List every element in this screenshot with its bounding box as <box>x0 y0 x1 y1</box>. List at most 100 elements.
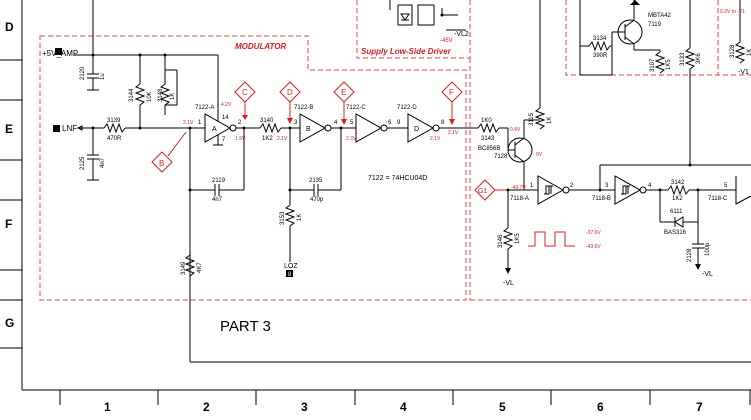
schmitt-7118-b <box>614 175 642 205</box>
u7122d-letter: D <box>414 126 419 133</box>
u7118b-pin4: 4 <box>648 183 652 189</box>
capacitor-2120 <box>87 55 99 91</box>
r3139-value: 470R <box>107 136 122 142</box>
net-vl2: -VL2 <box>454 31 469 38</box>
resistor-3148 <box>159 55 178 115</box>
voltage-2v1-b: 2.1V <box>277 136 288 142</box>
probe-c: C <box>234 81 256 120</box>
u7118b-ref: 7118-B <box>592 196 611 202</box>
net-5v-amp: +5V_AMP <box>42 49 78 58</box>
u7122d-pin8: 8 <box>441 120 445 126</box>
inverter-7122-c <box>355 113 383 143</box>
badge-loz-text: 8 <box>288 272 292 278</box>
schmitt-7118-c <box>735 176 751 205</box>
c2120-value: 1u <box>100 73 106 80</box>
r3115-value: 1K <box>547 117 553 124</box>
u7122c-ref: 7122-C <box>346 105 366 111</box>
col-label-3: 3 <box>301 400 308 414</box>
capacitor-2119 <box>190 184 244 196</box>
r3148-ref: 3148 <box>158 88 164 102</box>
voltage-minus-43v6: -43.6V <box>586 244 601 250</box>
r3134-value: 390R <box>593 53 608 59</box>
inverter-7122-d <box>407 113 435 143</box>
r3143-ref: 3143 <box>481 136 495 142</box>
driver-right-block-border <box>469 58 751 301</box>
row-label-g: G <box>5 316 14 330</box>
r3144-ref: 3144 <box>129 88 135 102</box>
u7118c-ref: 7118-C <box>708 196 728 202</box>
col-label-1: 1 <box>104 400 111 414</box>
u7122b-letter: B <box>306 126 311 133</box>
net-lnf: LNF <box>62 124 77 133</box>
t7119-type: MBTA42 <box>648 13 672 19</box>
c2125-ref: 2125 <box>80 156 86 170</box>
modulator-block-title: MODULATOR <box>235 42 286 51</box>
capacitor-2135 <box>290 184 341 196</box>
u7122a-pin7: 7 <box>222 137 226 143</box>
r3133-ref: 3133 <box>680 52 686 66</box>
r3148-value: 1K <box>170 93 176 100</box>
u7122c-pin5: 5 <box>350 120 354 126</box>
r3143-value: 1K0 <box>481 118 492 124</box>
c2135-value: 470p <box>310 197 324 203</box>
r3144-value: 10K <box>147 91 153 102</box>
c2120-ref: 2120 <box>80 66 86 80</box>
c2119-ref: 2119 <box>212 178 226 184</box>
voltage-2v3: 2.3V <box>346 136 357 142</box>
c2125-value: 4n7 <box>100 157 106 168</box>
resistor-3107 <box>654 50 666 74</box>
resistor-3146 <box>502 227 514 274</box>
t7128-ref: 7128 <box>494 154 508 160</box>
d6111-ref: 6111 <box>670 209 683 215</box>
probe-e: E <box>333 81 355 125</box>
voltage-2v1-d: 2.1V <box>448 130 459 136</box>
r3149-value: 4K7 <box>197 262 203 273</box>
r3146-value: 1K5 <box>515 233 521 244</box>
waveform-square <box>528 231 575 247</box>
r3146-ref: 3146 <box>498 234 504 248</box>
col-label-5: 5 <box>499 400 506 414</box>
probe-f: F <box>441 81 463 125</box>
badge-lnf <box>53 125 60 132</box>
u7122a-ref: 7122-A <box>195 105 214 111</box>
c2128-value: 100p <box>705 242 711 256</box>
c2119-value: 4n7 <box>212 197 223 203</box>
u7122a-letter: A <box>212 126 217 133</box>
voltage-4v2: 4.2V <box>221 102 232 108</box>
svg-text:E: E <box>341 88 346 97</box>
warning-triangle-icon <box>630 0 640 5</box>
voltage-2v1-a: 2.1V <box>183 120 194 126</box>
r3107-value: 1K5 <box>666 59 672 70</box>
schmitt-7118-a <box>537 175 565 205</box>
voltage-1v9: 1.9V <box>235 136 246 142</box>
u7122b-pin3: 3 <box>294 120 298 126</box>
r3128-value: 1K <box>747 49 751 56</box>
frame-ticks <box>0 59 751 405</box>
svg-text:G1: G1 <box>478 188 487 195</box>
c2135-ref: 2135 <box>309 178 323 184</box>
r3134-ref: 3134 <box>593 36 607 42</box>
voltage-2v1-c: 2.1V <box>430 136 441 142</box>
d6111-value: BAS316 <box>664 230 687 236</box>
u7118a-pin1: 1 <box>530 183 534 189</box>
net-vl-b: -VL <box>702 271 713 278</box>
r3140-ref: 3140 <box>260 118 274 124</box>
col-label-7: 7 <box>696 400 703 414</box>
voltage-minus-45v: -45V <box>440 38 453 44</box>
voltage-0v4: 0.4V <box>510 127 521 133</box>
net-loz: LOZ <box>284 263 298 270</box>
supply-driver-title: Supply Low-Side Driver <box>361 47 452 56</box>
u7122b-pin4: 4 <box>334 120 338 126</box>
resistor-3133 <box>684 0 696 165</box>
ic-note: 7122 = 74HCU04D <box>368 175 427 182</box>
r3128-ref: 3128 <box>730 44 736 58</box>
net-v1: -V1 <box>738 69 749 76</box>
svg-text:D: D <box>287 88 293 97</box>
probe-g1: G1 <box>474 179 512 201</box>
r3142-value: 1K2 <box>672 196 683 202</box>
resistor-3134 <box>580 40 612 52</box>
svg-text:C: C <box>242 88 248 97</box>
voltage-minus-40v7: -40.7V <box>511 185 526 191</box>
r3107-ref: 3107 <box>650 58 656 72</box>
